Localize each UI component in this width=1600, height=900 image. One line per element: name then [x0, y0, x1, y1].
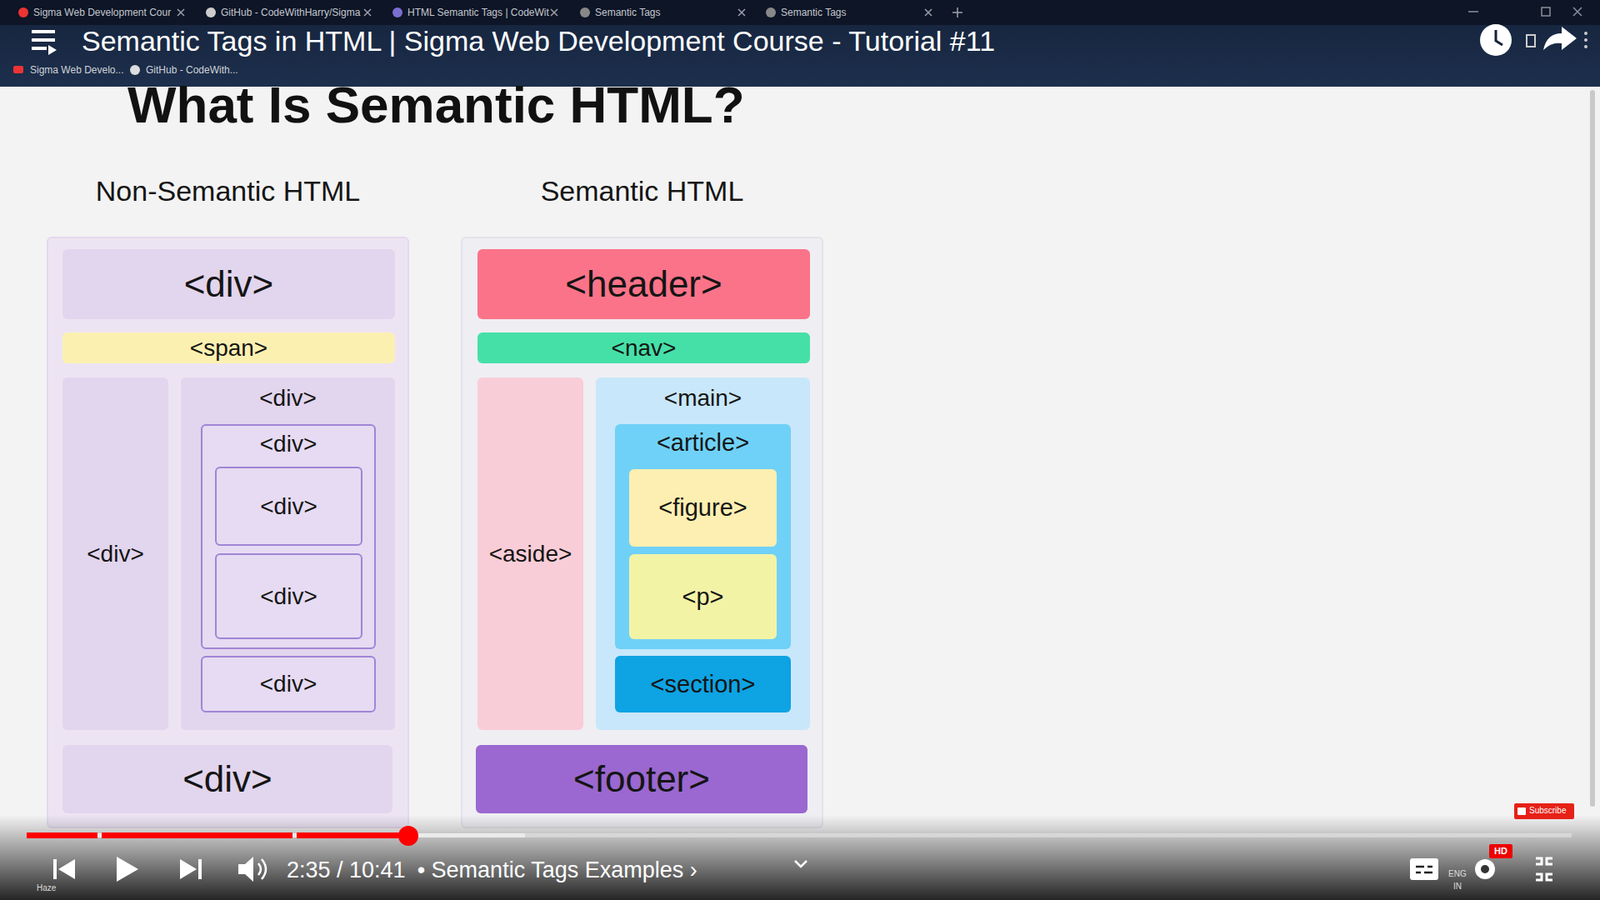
main-box: <figure> <p> <article> <section> <main> — [595, 377, 810, 730]
control-icons — [53, 856, 1495, 882]
share-icon — [1543, 26, 1577, 50]
tag-label: <div> — [260, 670, 318, 699]
tag-label: <section> — [650, 670, 756, 700]
footer-box: <footer> — [475, 745, 808, 814]
scrubber — [398, 825, 419, 846]
tab-title: Sigma Web Development Cour — [33, 6, 171, 19]
section-box: <section> — [615, 655, 791, 713]
figure-box: <figure> — [629, 469, 777, 547]
subscribe-button — [1514, 803, 1575, 820]
controls-shade — [0, 815, 1600, 900]
tag-label: <aside> — [489, 540, 573, 569]
tab-title: Semantic Tags — [595, 6, 661, 19]
tag-label: <article> — [656, 428, 750, 458]
tag-label: <div> — [260, 492, 318, 521]
hd-badge — [1489, 844, 1513, 859]
progress-track — [26, 833, 1572, 838]
fullscreen-icon — [1535, 858, 1553, 880]
div-box: <div> — [62, 377, 169, 730]
panel-heading: Non-Semantic HTML — [48, 174, 408, 209]
subscribe-icon — [1517, 807, 1526, 815]
time-display: 2:35 / 10:41 — [286, 856, 406, 884]
tag-label: <div> — [182, 757, 273, 802]
div-box: <div> <div> <div> <div> <div> — [180, 377, 395, 730]
tab-icon — [392, 7, 403, 18]
tag-label: <nav> — [611, 334, 677, 363]
tray-text: IN — [1453, 881, 1462, 892]
progress-played — [101, 832, 293, 839]
clock-icon — [1495, 30, 1503, 45]
progress-played — [296, 832, 409, 839]
panel-heading: Semantic HTML — [462, 174, 822, 209]
div-box: <div> — [215, 553, 363, 640]
div-box: <div> <div> <div> — [200, 424, 376, 650]
tag-label: <div> — [260, 582, 318, 611]
progress-buffer — [26, 833, 525, 838]
more-icon — [1584, 31, 1588, 49]
div-box: <div> — [200, 655, 376, 713]
video-title: Semantic Tags in HTML | Sigma Web Develo… — [81, 24, 995, 59]
span-box: <span> — [62, 332, 395, 364]
article-box: <figure> <p> <article> — [615, 424, 791, 650]
slide-title: What Is Semantic HTML? — [127, 74, 745, 136]
tag-label: <div> — [184, 262, 275, 307]
header-box: <header> — [477, 249, 810, 320]
playlist-icon — [31, 31, 55, 49]
tag-label: <p> — [682, 582, 725, 612]
chapter-title: • Semantic Tags Examples › — [417, 856, 698, 884]
tag-label: <div> — [259, 384, 317, 413]
tag-label: <span> — [190, 334, 268, 363]
top-overlay — [0, 0, 1600, 87]
div-box: <div> — [215, 466, 363, 546]
subscribe-text: Subscribe — [1529, 805, 1566, 816]
playlist-icon — [48, 45, 57, 55]
tab-strip — [0, 0, 1600, 25]
div-box: <div> — [62, 745, 393, 814]
tag-label: <div> — [86, 540, 145, 569]
tag-label: <header> — [565, 262, 722, 307]
tag-label: <figure> — [658, 493, 747, 523]
p-box: <p> — [629, 554, 777, 640]
tray-text: ENG — [1448, 869, 1467, 880]
volume-waves — [258, 859, 266, 880]
hd-badge-text: HD — [1489, 845, 1513, 857]
tab-title: GitHub - CodeWithHarry/Sigma — [220, 6, 360, 19]
weather-text: Haze — [36, 883, 56, 894]
bookmark: Sigma Web Develo... — [30, 64, 125, 76]
tab-title: Semantic Tags — [780, 6, 847, 19]
scrollbar — [1590, 90, 1595, 807]
panel: <div><span><div><div><div><div><div><div… — [46, 236, 410, 829]
progress-played — [26, 832, 98, 839]
nav-box: <nav> — [477, 332, 810, 364]
tab-icon — [765, 7, 776, 18]
panel: <header> <nav> <aside> <figure> <p> <article>… — [460, 236, 824, 829]
chevron-icon — [795, 860, 807, 867]
cc-icon — [1415, 866, 1433, 873]
clock-icon — [1480, 24, 1512, 56]
tab-icon — [205, 7, 216, 18]
tab-icon — [18, 7, 29, 18]
aside-box: <aside> — [477, 377, 584, 730]
window-controls — [1468, 7, 1582, 16]
tag-label: <div> — [260, 430, 318, 459]
bookmark: GitHub - CodeWith... — [145, 64, 239, 76]
settings-icon — [1480, 865, 1490, 874]
tag-label: <main> — [664, 384, 742, 413]
tab-title: HTML Semantic Tags | CodeWit — [407, 6, 550, 19]
bookmark-icon — [130, 65, 140, 75]
tab-icon — [580, 7, 590, 18]
div-box: <div> — [62, 249, 395, 320]
slide-ground — [0, 86, 1600, 900]
mini-icon — [1526, 35, 1535, 47]
tag-label: <footer> — [573, 757, 710, 802]
bookmark-icon — [13, 65, 24, 74]
